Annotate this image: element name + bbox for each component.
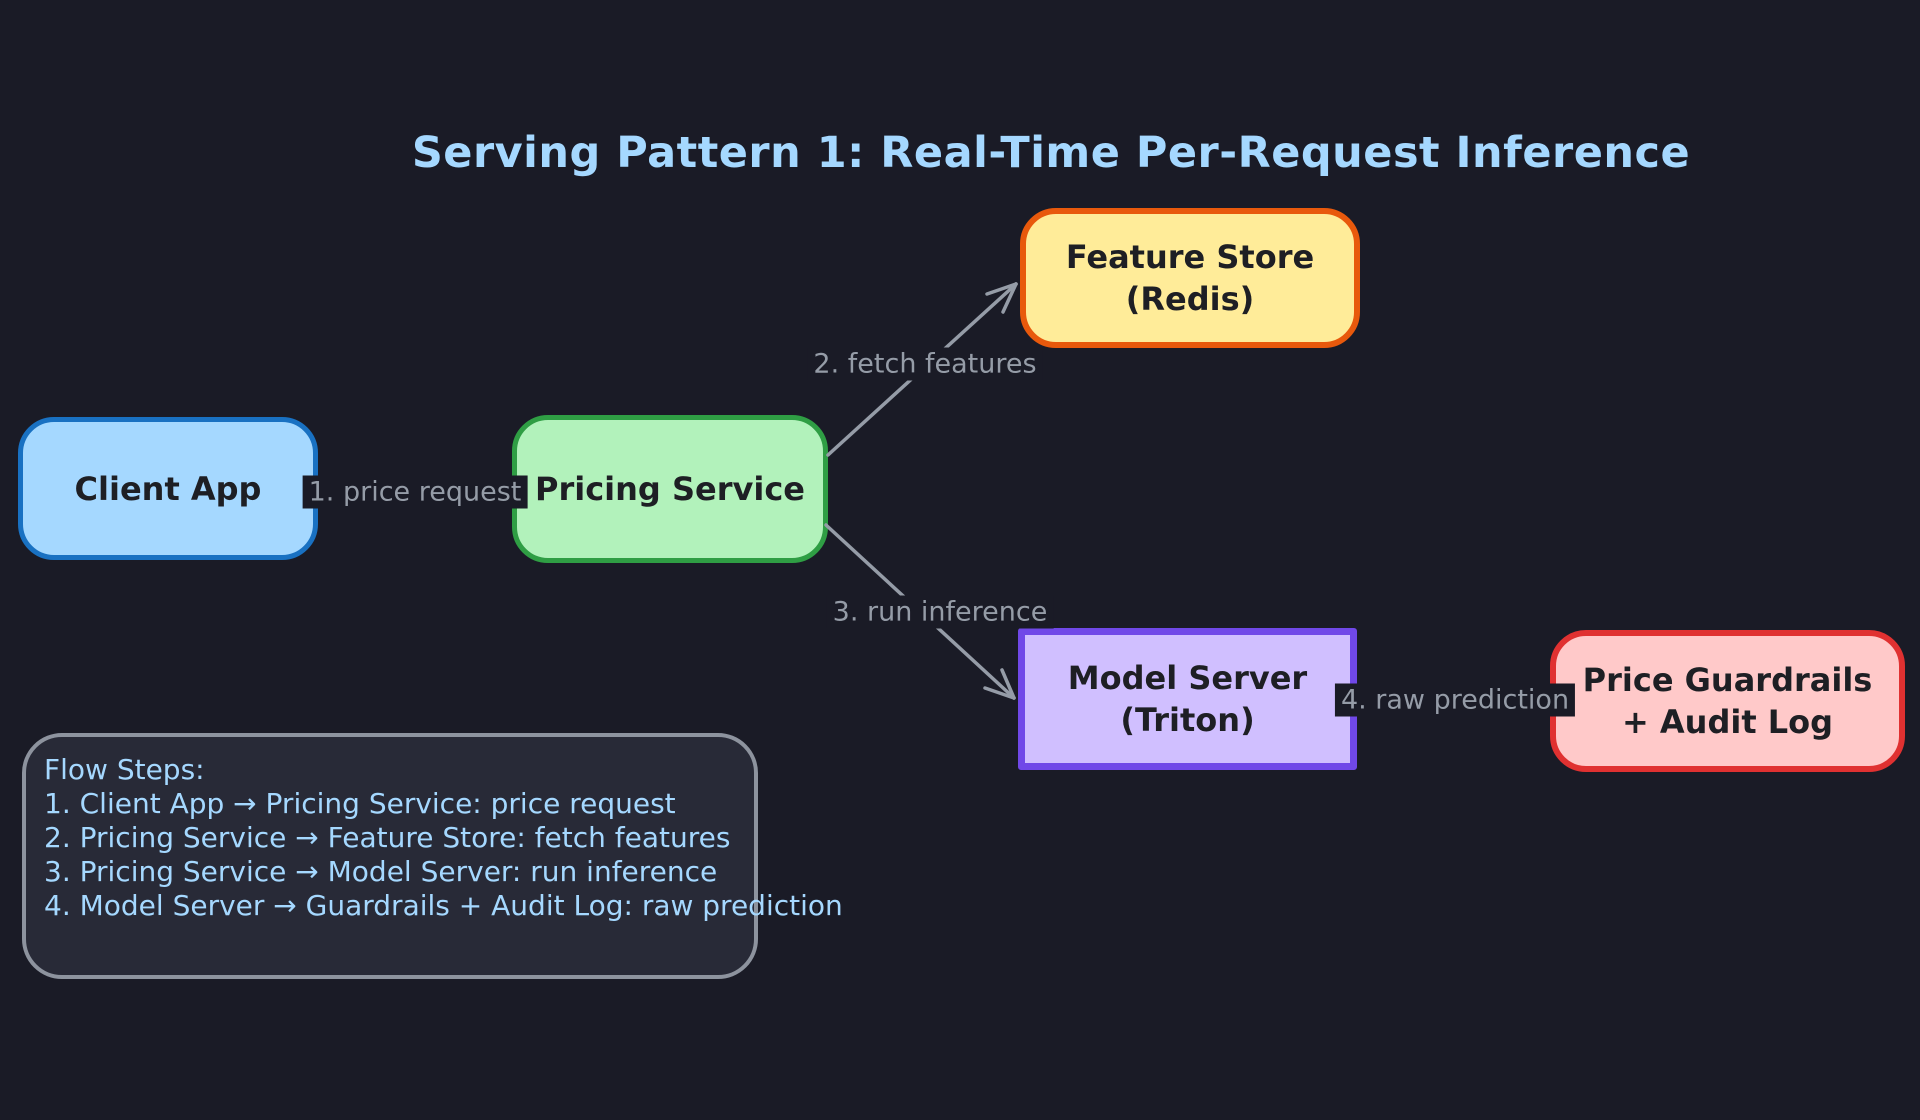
node-client-app-label: Client App [74, 469, 262, 508]
node-price-guardrails-label: Price Guardrails [1582, 661, 1873, 699]
flow-step-1: 1. Client App → Pricing Service: price r… [44, 787, 676, 820]
flow-steps-heading: Flow Steps: [44, 753, 205, 786]
node-price-guardrails-sublabel: + Audit Log [1621, 703, 1834, 741]
flow-step-2: 2. Pricing Service → Feature Store: fetc… [44, 821, 731, 854]
flow-steps-panel: Flow Steps: 1. Client App → Pricing Serv… [22, 733, 843, 979]
node-model-server-sublabel: (Triton) [1120, 701, 1255, 739]
node-price-guardrails: Price Guardrails + Audit Log [1550, 630, 1905, 772]
edge-label-raw-prediction: 4. raw prediction [1334, 683, 1576, 717]
node-feature-store-sublabel: (Redis) [1125, 280, 1255, 318]
flow-step-4: 4. Model Server → Guardrails + Audit Log… [44, 889, 843, 922]
node-feature-store: Feature Store (Redis) [1020, 208, 1360, 348]
node-feature-store-label: Feature Store [1065, 238, 1315, 276]
edge-label-price-request: 1. price request [302, 475, 528, 509]
flow-step-3: 3. Pricing Service → Model Server: run i… [44, 855, 718, 888]
edge-label-fetch-features: 2. fetch features [807, 347, 1043, 381]
edge-label-run-inference: 3. run inference [826, 595, 1054, 629]
node-client-app: Client App [18, 417, 318, 560]
node-model-server-label: Model Server [1067, 659, 1308, 697]
node-pricing-service-label: Pricing Service [535, 470, 805, 508]
diagram-title: Serving Pattern 1: Real-Time Per-Request… [411, 128, 1691, 178]
node-pricing-service: Pricing Service [512, 415, 828, 563]
node-model-server: Model Server (Triton) [1018, 628, 1357, 770]
